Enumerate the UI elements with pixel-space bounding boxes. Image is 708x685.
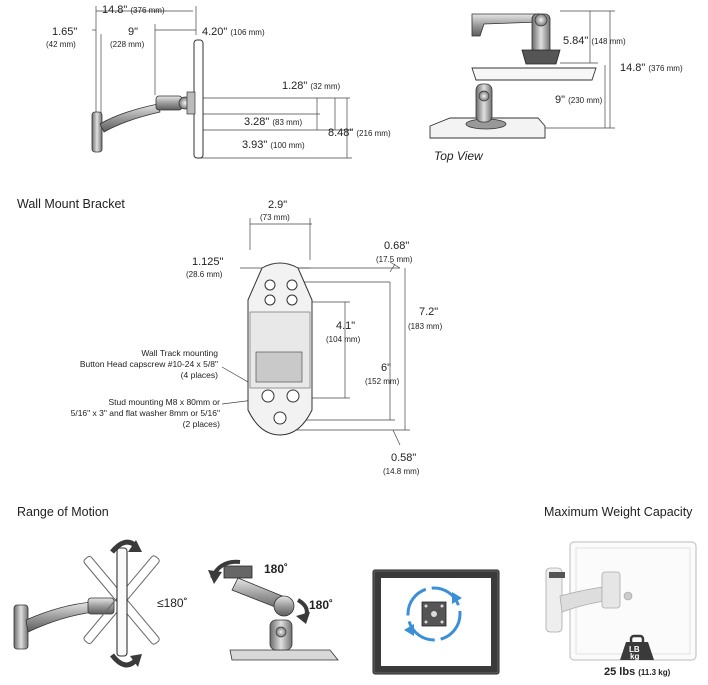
tilt-illustration <box>13 539 160 668</box>
swivel-side-angle-label: 180˚ <box>309 598 334 612</box>
dim-hole-offset: 1.125" <box>192 256 224 268</box>
weight-badge-lb: LB <box>629 645 640 654</box>
note-stud-mounting: Stud mounting M8 x 80mm or 5/16" x 3" an… <box>70 397 220 429</box>
dim-arm-mm: (228 mm) <box>110 40 145 49</box>
dim-hole-span-mm: (152 mm) <box>365 377 400 386</box>
dim-screen-depth: 4.20" (106 mm) <box>202 26 265 38</box>
dim-hole-span: 6" <box>381 362 392 374</box>
top-view-drawing <box>429 10 615 139</box>
dim-bottom-edge: 0.58" <box>391 452 417 464</box>
dim-left-offset-mm: (42 mm) <box>46 40 76 49</box>
dim-arm-reach: 5.84" (148 mm) <box>563 35 626 47</box>
dim-base: 9" (230 mm) <box>555 94 603 106</box>
dim-h2: 3.28" (83 mm) <box>244 116 303 128</box>
dim-top-edge: 0.68" <box>384 240 410 252</box>
range-of-motion-heading: Range of Motion <box>17 505 109 519</box>
top-view-caption: Top View <box>434 149 483 163</box>
dim-upper-span: 4.1" <box>336 320 356 332</box>
dim-height-mm: (183 mm) <box>408 322 443 331</box>
dim-upper-span-mm: (104 mm) <box>326 335 361 344</box>
dim-total-reach: 14.8" (376 mm) <box>620 62 683 74</box>
dim-bottom-edge-mm: (14.8 mm) <box>383 467 420 476</box>
swivel-top-angle-label: 180˚ <box>264 562 289 576</box>
dim-h1: 1.28" (32 mm) <box>282 80 341 92</box>
weight-capacity-value: 25 lbs (11.3 kg) <box>604 666 671 678</box>
dim-bracket-width-mm: (73 mm) <box>260 213 290 222</box>
weight-badge-kg: kg <box>630 652 640 661</box>
dim-hole-offset-mm: (28.6 mm) <box>186 270 223 279</box>
weight-capacity-heading: Maximum Weight Capacity <box>544 505 693 519</box>
dim-h3: 3.93" (100 mm) <box>242 139 305 151</box>
bracket-heading: Wall Mount Bracket <box>17 197 125 211</box>
dim-left-offset: 1.65" <box>52 26 78 38</box>
weight-capacity-illustration <box>545 541 697 661</box>
dim-arm: 9" <box>128 26 139 38</box>
dim-height: 7.2" <box>419 306 439 318</box>
side-view-drawing <box>92 6 352 159</box>
side-view-arm <box>91 39 204 159</box>
dim-bracket-width: 2.9" <box>268 199 288 211</box>
tilt-angle-label: ≤180˚ <box>157 596 188 610</box>
bracket-drawing <box>247 262 313 436</box>
swivel-illustration <box>208 559 339 661</box>
rotation-illustration <box>372 569 500 675</box>
dim-depth: 14.8" (376 mm) <box>102 4 165 16</box>
dim-total-height: 8.48" (216 mm) <box>328 127 391 139</box>
dim-top-edge-mm: (17.5 mm) <box>376 255 413 264</box>
note-wall-track: Wall Track mounting Button Head capscrew… <box>79 348 218 380</box>
